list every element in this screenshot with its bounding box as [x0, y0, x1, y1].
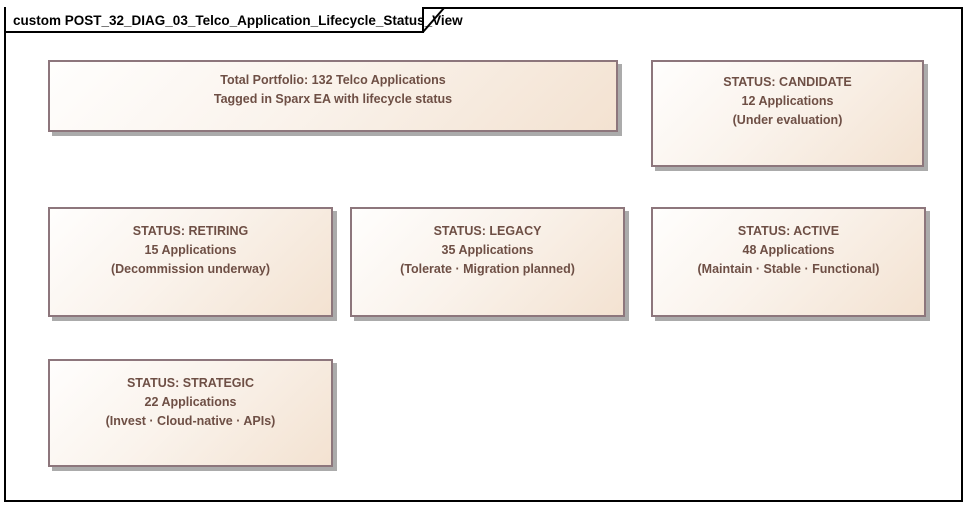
- element-text-line: STATUS: CANDIDATE: [723, 75, 852, 89]
- diagram-title: custom POST_32_DIAG_03_Telco_Application…: [13, 13, 463, 28]
- element-text-line: (Invest · Cloud-native · APIs): [105, 414, 276, 428]
- element-text-line: 48 Applications: [742, 243, 835, 257]
- element-text-line: 35 Applications: [441, 243, 534, 257]
- element-text-line: 12 Applications: [741, 94, 834, 108]
- element-status-active[interactable]: STATUS: ACTIVE 48 Applications (Maintain…: [651, 207, 926, 317]
- element-status-legacy[interactable]: STATUS: LEGACY 35 Applications (Tolerate…: [350, 207, 625, 317]
- element-text-line: 22 Applications: [144, 395, 237, 409]
- element-text-line: 15 Applications: [144, 243, 237, 257]
- element-text-line: STATUS: ACTIVE: [737, 224, 840, 238]
- element-text-line: STATUS: LEGACY: [433, 224, 542, 238]
- element-text-line: (Maintain · Stable · Functional): [697, 262, 880, 276]
- element-text-line: STATUS: STRATEGIC: [126, 376, 255, 390]
- element-text-line: Tagged in Sparx EA with lifecycle status: [213, 92, 453, 106]
- element-text-line: (Tolerate · Migration planned): [400, 262, 575, 276]
- element-text-line: (Under evaluation): [732, 113, 843, 127]
- element-status-retiring[interactable]: STATUS: RETIRING 15 Applications (Decomm…: [48, 207, 333, 317]
- element-status-strategic[interactable]: STATUS: STRATEGIC 22 Applications (Inves…: [48, 359, 333, 467]
- element-text-line: (Decommission underway): [110, 262, 271, 276]
- element-text-line: STATUS: RETIRING: [132, 224, 249, 238]
- diagram-frame-tab-shape: [4, 7, 445, 33]
- element-total-portfolio[interactable]: Total Portfolio: 132 Telco Applications …: [48, 60, 618, 132]
- element-text-line: Total Portfolio: 132 Telco Applications: [220, 73, 446, 87]
- element-status-candidate[interactable]: STATUS: CANDIDATE 12 Applications (Under…: [651, 60, 924, 167]
